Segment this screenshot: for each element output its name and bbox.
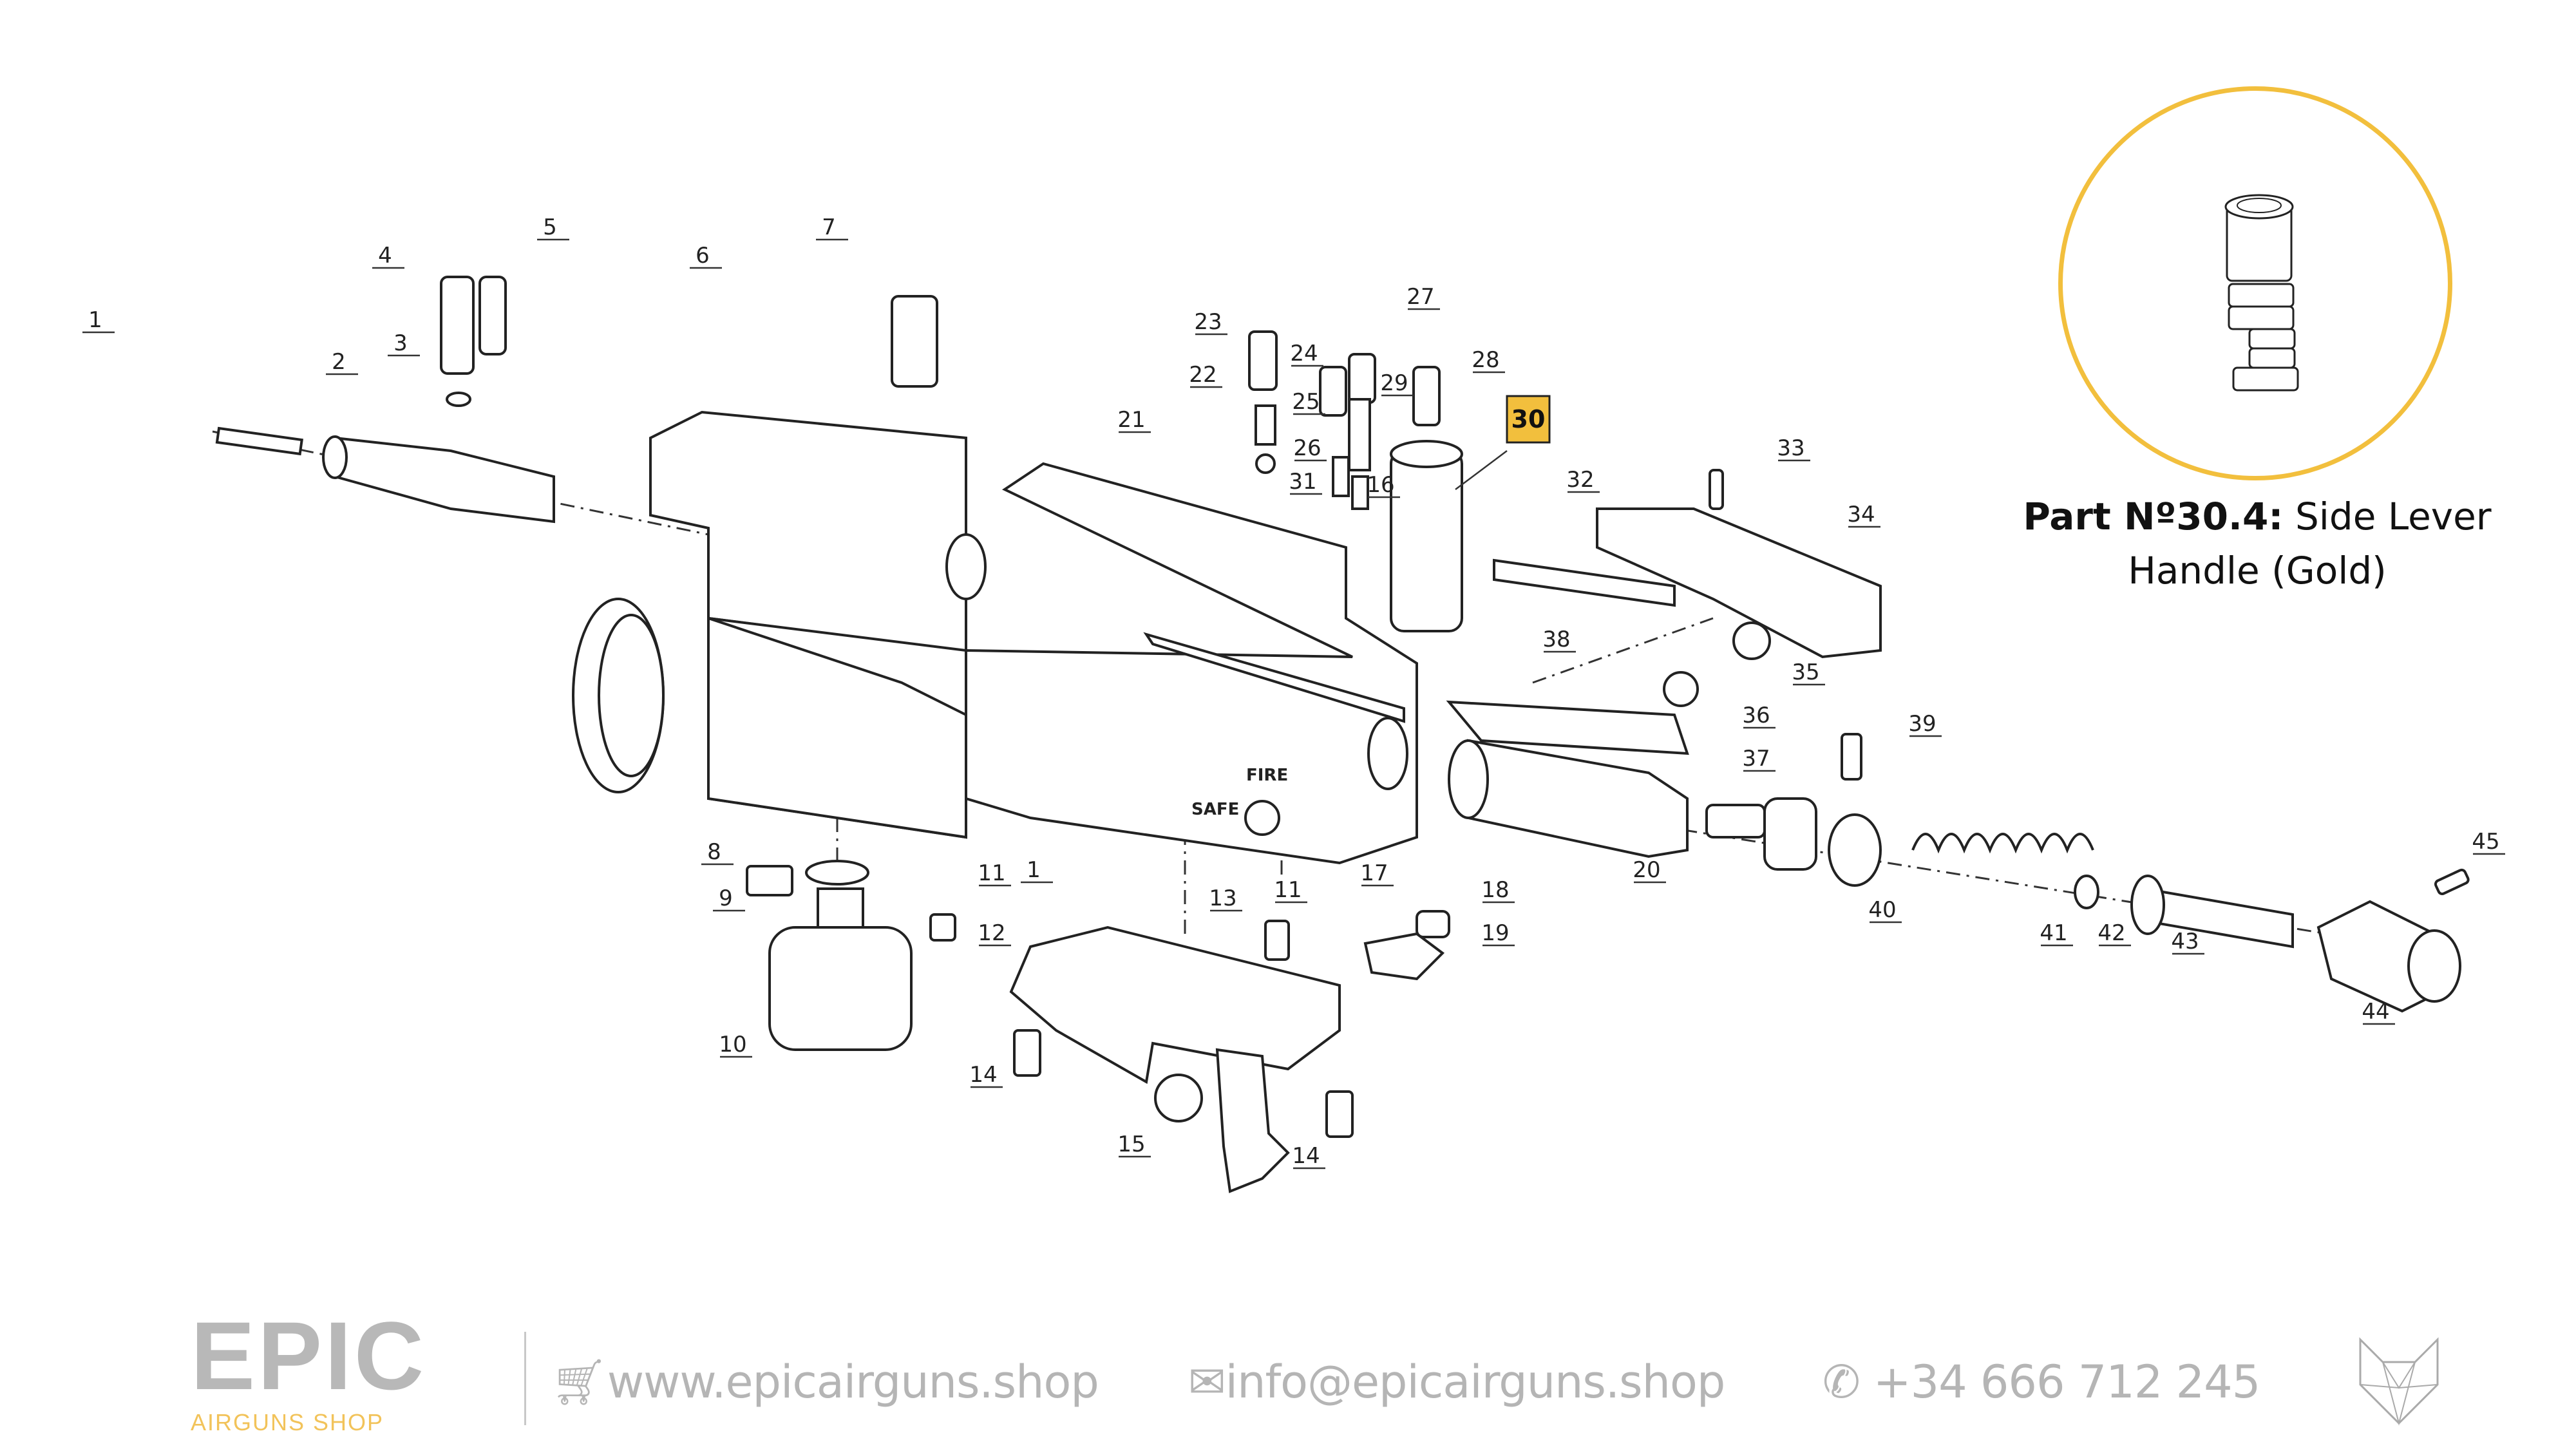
- callout-21[interactable]: 21: [1117, 407, 1145, 433]
- callout-25[interactable]: 25: [1292, 389, 1320, 415]
- callout-17[interactable]: 17: [1360, 860, 1388, 886]
- callout-14[interactable]: 14: [969, 1062, 997, 1088]
- callout-22[interactable]: 22: [1189, 362, 1217, 388]
- callout-29[interactable]: 29: [1380, 370, 1408, 396]
- fire-label: FIRE: [1246, 766, 1288, 785]
- callout-1[interactable]: 1: [88, 307, 102, 333]
- callout-26[interactable]: 26: [1293, 435, 1321, 461]
- callout-4[interactable]: 4: [378, 243, 392, 269]
- callout-34[interactable]: 34: [1847, 502, 1875, 527]
- website-link[interactable]: 🛒︎www.epicairguns.shop: [551, 1356, 1099, 1409]
- left-parts: [215, 276, 956, 1051]
- callout-8[interactable]: 8: [707, 839, 721, 865]
- email-text: info@epicairguns.shop: [1225, 1356, 1726, 1408]
- callout-11[interactable]: 11: [1274, 877, 1302, 903]
- part-30-handle: [1390, 450, 1463, 632]
- callout-7[interactable]: 7: [822, 214, 836, 240]
- callout-40[interactable]: 40: [1868, 897, 1896, 923]
- epic-logo-subtitle: AIRGUNS SHOP: [191, 1409, 384, 1435]
- callout-37[interactable]: 37: [1742, 746, 1770, 772]
- callout-16[interactable]: 16: [1367, 472, 1394, 498]
- callout-30-label: 30: [1511, 405, 1546, 433]
- callout-36[interactable]: 36: [1742, 703, 1770, 728]
- callout-5[interactable]: 5: [543, 214, 557, 240]
- callout-45[interactable]: 45: [2472, 829, 2499, 855]
- callout-20[interactable]: 20: [1633, 857, 1660, 883]
- callout-31[interactable]: 31: [1289, 469, 1316, 495]
- right-parts: [1448, 733, 2470, 1013]
- callout-44[interactable]: 44: [2362, 999, 2389, 1025]
- callout-24[interactable]: 24: [1290, 341, 1318, 366]
- receiver-body: [572, 410, 1418, 865]
- callout-14[interactable]: 14: [1292, 1143, 1320, 1169]
- cart-icon: 🛒︎: [551, 1356, 608, 1408]
- callout-38[interactable]: 38: [1542, 627, 1570, 652]
- callout-18[interactable]: 18: [1481, 877, 1509, 903]
- callout-43[interactable]: 43: [2171, 929, 2199, 954]
- callout-27[interactable]: 27: [1406, 284, 1434, 310]
- email-link[interactable]: ✉︎info@epicairguns.shop: [1188, 1356, 1725, 1408]
- callout-12[interactable]: 12: [978, 920, 1005, 946]
- website-text: www.epicairguns.shop: [607, 1356, 1099, 1408]
- callout-28[interactable]: 28: [1472, 347, 1499, 373]
- callout-30-badge[interactable]: 30: [1455, 395, 1551, 490]
- callout-19[interactable]: 19: [1481, 920, 1509, 946]
- callout-32[interactable]: 32: [1566, 467, 1594, 493]
- callout-11[interactable]: 11: [978, 860, 1005, 886]
- part-name-line1: Side Lever: [2283, 495, 2492, 538]
- callout-10[interactable]: 10: [719, 1032, 746, 1057]
- callout-6[interactable]: 6: [696, 243, 710, 269]
- phone-text: +34 666 712 245: [1873, 1356, 2260, 1408]
- callout-9[interactable]: 9: [719, 886, 733, 911]
- callout-2[interactable]: 2: [332, 349, 346, 375]
- whatsapp-icon: ✆: [1823, 1356, 1861, 1408]
- wolf-head-icon: [2359, 1337, 2439, 1426]
- envelope-icon: ✉︎: [1188, 1356, 1226, 1408]
- trigger-group: [1009, 910, 1450, 1193]
- callout-39[interactable]: 39: [1908, 711, 1936, 737]
- callout-3[interactable]: 3: [393, 330, 408, 356]
- callout-33[interactable]: 33: [1777, 435, 1804, 461]
- epic-logo: EPIC: [191, 1302, 427, 1410]
- callout-23[interactable]: 23: [1194, 309, 1222, 335]
- callout-15[interactable]: 15: [1117, 1132, 1145, 1157]
- callout-13[interactable]: 13: [1209, 886, 1236, 911]
- part-30-4-detail-image: [2224, 194, 2299, 392]
- callout-1[interactable]: 1: [1027, 857, 1041, 883]
- footer-divider: [524, 1332, 526, 1425]
- part-name-line2: Handle (Gold): [2128, 549, 2387, 592]
- top-parts: [1248, 330, 1882, 755]
- callout-41[interactable]: 41: [2040, 920, 2067, 946]
- phone-link[interactable]: ✆ +34 666 712 245: [1823, 1356, 2260, 1408]
- part-number: Part Nº30.4:: [2023, 495, 2284, 538]
- part-caption: Part Nº30.4: Side Lever Handle (Gold): [1996, 489, 2518, 598]
- safe-label: SAFE: [1191, 800, 1239, 819]
- part-detail-circle: [2058, 86, 2452, 480]
- callout-42[interactable]: 42: [2098, 920, 2125, 946]
- callout-35[interactable]: 35: [1792, 659, 1819, 685]
